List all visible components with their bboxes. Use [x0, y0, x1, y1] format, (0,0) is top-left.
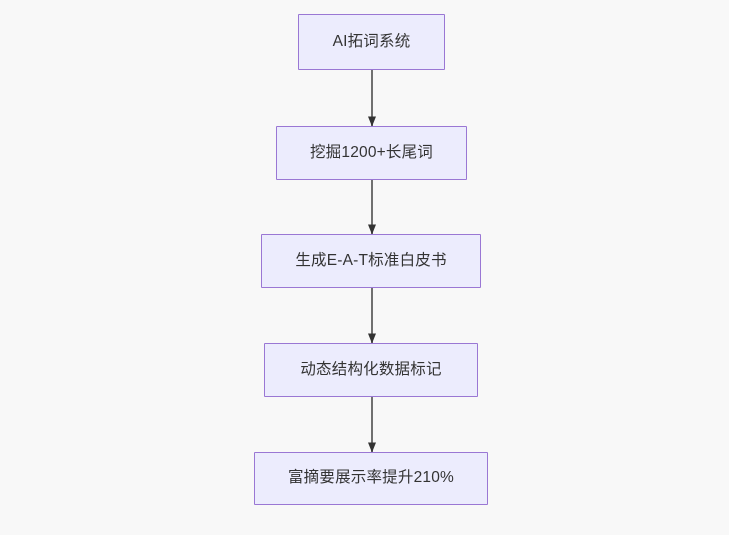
- flow-node-label: 生成E-A-T标准白皮书: [295, 251, 447, 269]
- flow-node-generate-eat-whitepaper[interactable]: 生成E-A-T标准白皮书: [261, 234, 481, 288]
- flow-node-label: 富摘要展示率提升210%: [287, 469, 455, 487]
- flow-node-label: AI拓词系统: [332, 32, 411, 50]
- flow-node-mine-longtail-keywords[interactable]: 挖掘1200+长尾词: [276, 126, 467, 180]
- flow-node-label: 动态结构化数据标记: [300, 360, 442, 378]
- flow-node-label: 挖掘1200+长尾词: [309, 143, 434, 161]
- flow-node-dynamic-structured-data-markup[interactable]: 动态结构化数据标记: [264, 343, 478, 397]
- flow-node-ai-keyword-system[interactable]: AI拓词系统: [298, 14, 445, 70]
- flow-node-rich-snippet-impression-uplift[interactable]: 富摘要展示率提升210%: [254, 452, 488, 505]
